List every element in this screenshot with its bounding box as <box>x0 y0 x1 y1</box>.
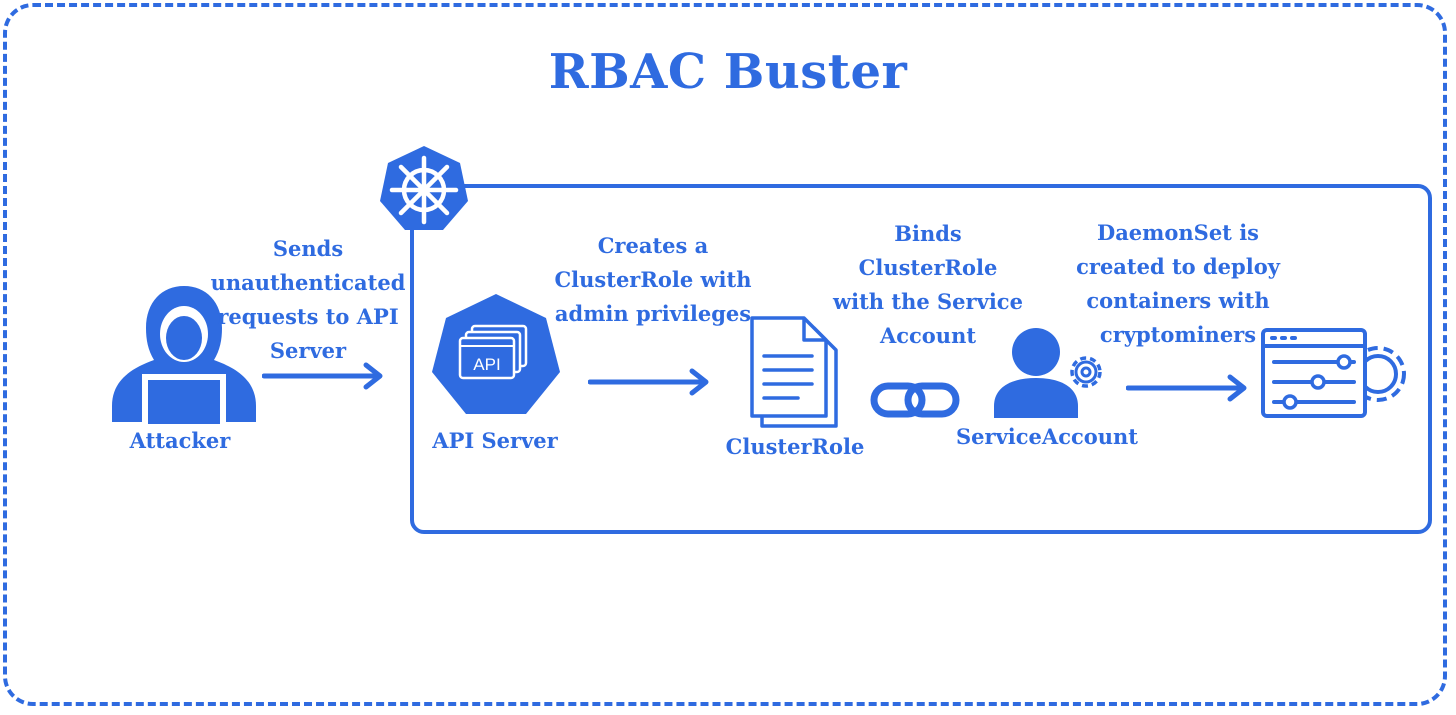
service-account-label: ServiceAccount <box>955 424 1139 449</box>
step-deploy-line-2: created to deploy <box>1076 254 1280 279</box>
api-server-icon: API <box>432 294 560 414</box>
attacker-label: Attacker <box>129 428 231 453</box>
step-deploy-line-1: DaemonSet is <box>1096 220 1259 245</box>
gear-icon <box>1070 356 1102 388</box>
document-icon <box>750 316 838 428</box>
api-server-label: API Server <box>432 428 558 453</box>
step-create-text: Creates a ClusterRole with admin privile… <box>548 229 758 331</box>
step-deploy-line-3: containers with <box>1086 288 1270 313</box>
arrow-send <box>262 362 383 390</box>
attacker-icon <box>112 286 256 424</box>
step-bind-line-2: ClusterRole <box>858 255 998 280</box>
arrow-deploy <box>1126 374 1247 402</box>
kubernetes-icon <box>380 146 468 230</box>
step-send-line-3: requests to API <box>217 304 399 329</box>
daemonset-settings-icon <box>1261 328 1406 418</box>
step-bind-text: Binds ClusterRole with the Service Accou… <box>828 217 1028 353</box>
link-icon <box>870 382 960 418</box>
service-account-icon <box>994 328 1102 418</box>
kubernetes-cluster-box <box>410 184 1432 534</box>
step-send-line-1: Sends <box>272 236 344 261</box>
step-deploy-line-4: cryptominers <box>1099 322 1257 347</box>
step-deploy-text: DaemonSet is created to deploy container… <box>1068 216 1288 352</box>
arrow-create <box>588 368 709 396</box>
step-bind-line-4: Account <box>879 323 977 348</box>
step-bind-line-1: Binds <box>894 221 962 246</box>
diagram-frame <box>3 3 1447 706</box>
step-bind-line-3: with the Service <box>833 289 1023 314</box>
api-badge-text: API <box>473 355 500 374</box>
diagram-title: RBAC Buster <box>548 44 908 100</box>
step-send-line-4: Server <box>269 338 347 363</box>
step-create-line-3: admin privileges <box>554 301 752 326</box>
step-create-line-2: ClusterRole with <box>554 267 752 292</box>
step-send-line-2: unauthenticated <box>210 270 406 295</box>
step-create-line-1: Creates a <box>597 233 709 258</box>
cluster-role-label: ClusterRole <box>725 434 865 459</box>
step-send-text: Sends unauthenticated requests to API Se… <box>208 232 408 368</box>
